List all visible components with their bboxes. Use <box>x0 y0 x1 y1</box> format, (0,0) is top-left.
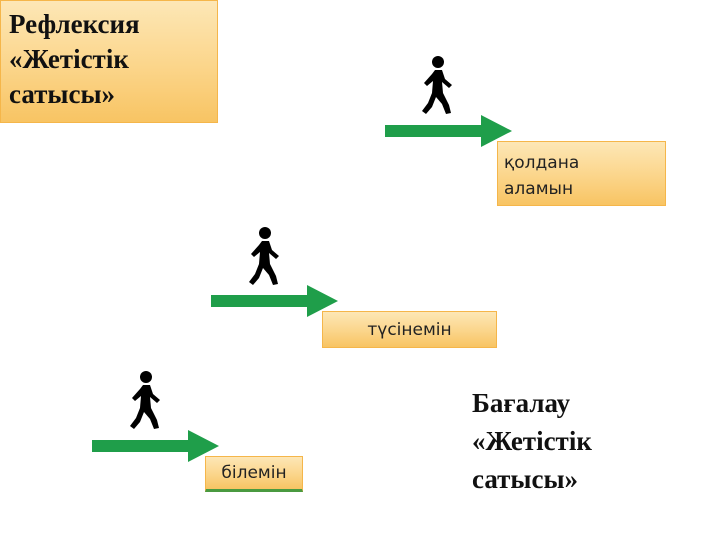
step-box-qoldana: қолдана аламын <box>497 141 666 206</box>
evaluation-text: Бағалау «Жетістік сатысы» <box>472 388 592 494</box>
step-label-tusinemin: түсінемін <box>367 320 452 340</box>
reflection-title: Рефлексия «Жетістік сатысы» <box>9 9 140 109</box>
step-label-qoldana: қолдана аламын <box>504 153 580 199</box>
right-arrow-icon <box>211 285 338 317</box>
step-label-bilemin: білемін <box>221 463 287 483</box>
step-box-tusinemin: түсінемін <box>322 311 497 348</box>
walking-person-icon <box>249 227 279 285</box>
reflection-title-box: Рефлексия «Жетістік сатысы» <box>0 0 218 123</box>
right-arrow-icon <box>385 115 512 147</box>
right-arrow-icon <box>92 430 219 462</box>
step-box-bilemin: білемін <box>205 456 303 492</box>
walking-person-icon <box>130 371 160 429</box>
walking-person-icon <box>422 56 452 114</box>
